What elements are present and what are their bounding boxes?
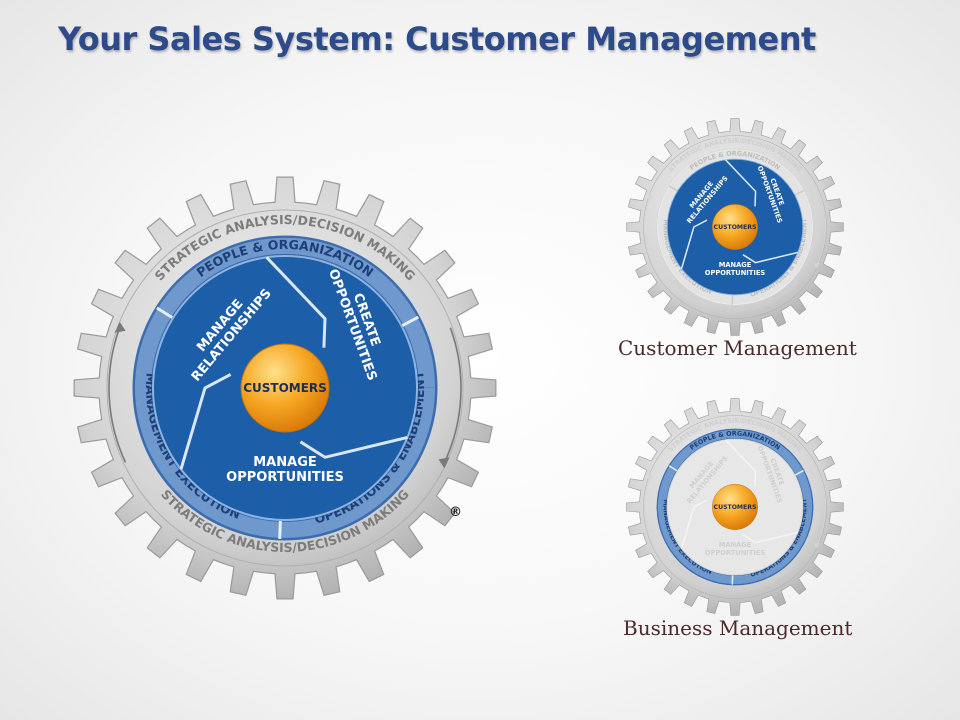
customer-management-caption: Customer Management — [618, 336, 857, 360]
customer-management-gear-thumbnail: STRATEGIC ANALYSIS/DECISION MAKINGSTRATE… — [626, 118, 844, 336]
business-management-gear-thumbnail: STRATEGIC ANALYSIS/DECISION MAKINGSTRATE… — [626, 398, 844, 616]
core-segment-divider — [742, 531, 799, 544]
core-segment-divider — [724, 159, 757, 207]
core-segment-divider — [265, 256, 327, 348]
middle-ring-divider — [278, 520, 282, 539]
arrowhead-left-icon — [114, 321, 126, 333]
core-segment-divider — [742, 251, 799, 264]
slide-title: Your Sales System: Customer Management — [58, 20, 816, 58]
cycle-arrow-left — [644, 475, 654, 546]
arrowhead-left-icon — [647, 472, 654, 479]
core-segment-divider — [299, 435, 408, 459]
cycle-arrow-right — [816, 195, 826, 266]
gear-inner-edge — [106, 209, 464, 567]
core-segment-divider — [680, 499, 708, 550]
cycle-arrow-left — [108, 327, 127, 463]
cycle-arrow-right — [816, 475, 826, 546]
gear-inner-edge — [643, 135, 827, 319]
arrowhead-left-icon — [647, 192, 654, 199]
middle-ring-divider — [795, 189, 804, 196]
customers-center-orb — [712, 204, 758, 250]
registered-mark-icon: ® — [449, 505, 462, 520]
middle-ring-divider — [668, 465, 678, 472]
business-management-caption: Business Management — [623, 616, 853, 640]
middle-ring-divider — [156, 306, 174, 319]
customers-label: CUSTOMERS — [243, 381, 327, 395]
middle-ring-divider — [668, 185, 678, 192]
core-segment-divider — [179, 373, 232, 470]
customers-center-orb — [240, 343, 330, 433]
middle-ring-divider — [795, 469, 804, 476]
customers-center-orb — [712, 484, 758, 530]
core-segment-divider — [724, 439, 757, 487]
arrowhead-right-icon — [813, 542, 820, 549]
customers-label: CUSTOMERS — [714, 504, 757, 511]
sales-system-gear-diagram: STRATEGIC ANALYSIS/DECISION MAKINGSTRATE… — [73, 176, 497, 600]
cycle-arrow-left — [644, 195, 654, 266]
arrowhead-right-icon — [438, 457, 450, 469]
arrowhead-right-icon — [813, 262, 820, 269]
gear-inner-edge — [643, 415, 827, 599]
cycle-arrow-right — [443, 327, 462, 463]
customers-label: CUSTOMERS — [714, 224, 757, 231]
middle-ring-divider — [401, 315, 420, 327]
core-segment-divider — [680, 219, 708, 270]
